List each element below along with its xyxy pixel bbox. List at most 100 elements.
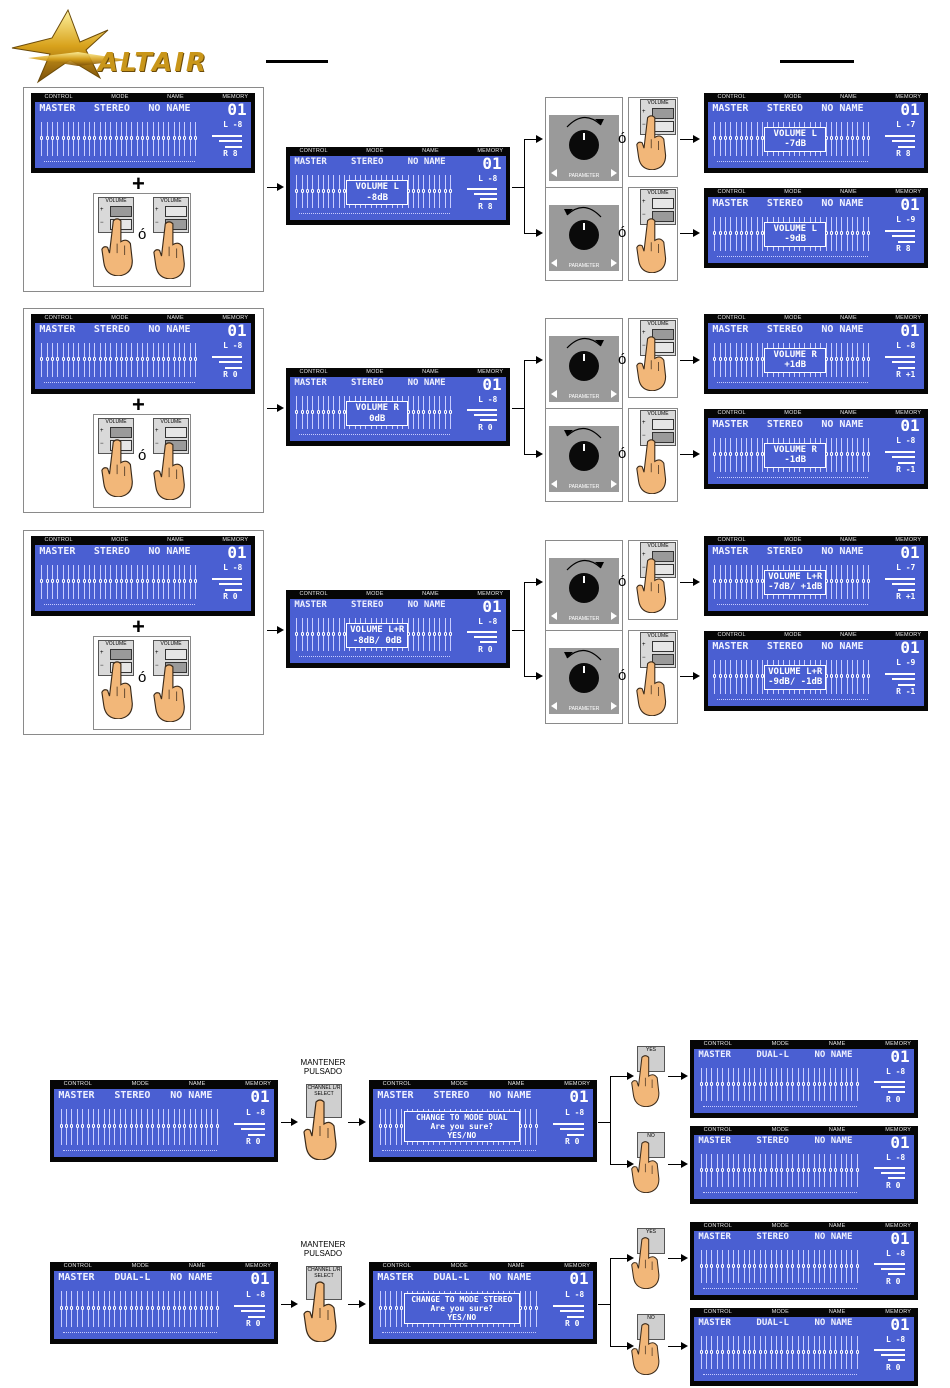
volume-up-key[interactable] [164, 426, 188, 438]
volume-up-key[interactable] [109, 426, 133, 438]
volume-up-key[interactable] [164, 648, 188, 660]
eq-slider-knob [861, 136, 865, 141]
volume-up-key[interactable] [651, 550, 675, 562]
eq-slider-knob [780, 1168, 784, 1173]
eq-slider-knob [300, 189, 304, 194]
parameter-knob-icon[interactable] [549, 544, 619, 624]
eq-slider-knob [394, 1124, 398, 1129]
volume-key-block[interactable]: VOLUME+− [153, 640, 189, 676]
volume-key-block[interactable]: VOLUME+− [640, 410, 676, 446]
eq-slider-knob [835, 579, 839, 584]
volume-up-key[interactable] [651, 418, 675, 430]
parameter-label: PARAMETER [568, 616, 600, 622]
frequency-scale [298, 656, 450, 662]
flow-arrowhead [693, 578, 700, 586]
flow-arrowhead [277, 183, 284, 191]
lcd-message-line: Are you sure? [430, 1121, 494, 1131]
eq-slider-knob [724, 231, 728, 236]
pressing-finger-icon [636, 218, 667, 273]
plus-sign: + [642, 109, 646, 115]
eq-slider-knob [119, 579, 123, 584]
volume-up-key[interactable] [651, 328, 675, 340]
level-bar [891, 140, 916, 143]
volume-key-label: VOLUME [160, 198, 182, 204]
eq-slider-knob [828, 1264, 832, 1269]
lcd-header-label: NAME [188, 1081, 206, 1087]
eq-slider-knob [135, 1306, 138, 1311]
eq-slider-knob [343, 632, 347, 637]
eq-slider-knob [840, 136, 844, 141]
lcd-mode-text: STEREO [93, 324, 130, 335]
volume-key-block[interactable]: VOLUME+− [640, 189, 676, 225]
eq-slider-knob [734, 674, 738, 679]
lcd-right-level: R 0 [885, 1094, 901, 1104]
lcd-header-label: CONTROL [44, 315, 73, 321]
parameter-knob-icon[interactable] [549, 101, 619, 181]
lcd-header-label: MEMORY [222, 315, 249, 321]
volume-down-key[interactable] [651, 431, 675, 443]
volume-up-key[interactable] [109, 648, 133, 660]
lcd-right-level: R 8 [896, 244, 911, 254]
eq-slider-knob [734, 357, 738, 362]
eq-slider-knob [77, 579, 81, 584]
level-bar [467, 188, 498, 190]
lcd-control-text: MASTER [39, 324, 76, 335]
eq-slider-knob [855, 1082, 859, 1087]
lcd-header-label: NAME [840, 537, 857, 543]
eq-slider-knob [70, 1124, 74, 1129]
eq-slider-knob [156, 136, 160, 141]
minus-sign: − [100, 663, 104, 670]
parameter-knob-icon[interactable] [549, 191, 619, 271]
eq-slider-knob [818, 1168, 822, 1173]
flow-arrowhead [277, 404, 284, 412]
eq-slider-knob [188, 136, 192, 141]
volume-up-key[interactable] [651, 107, 675, 119]
flow-arrow-line [267, 630, 278, 631]
eq-slider-knob [135, 579, 139, 584]
eq-slider-knob [748, 1082, 752, 1087]
volume-up-key[interactable] [651, 640, 675, 652]
lcd-header-label: NAME [840, 94, 857, 100]
volume-key-block[interactable]: VOLUME+− [640, 542, 676, 578]
eq-slider-knob [866, 674, 870, 679]
volume-up-key[interactable] [164, 205, 188, 217]
eq-slider-knob [167, 136, 171, 141]
volume-key-block[interactable]: VOLUME+− [640, 632, 676, 668]
parameter-knob-icon[interactable] [549, 412, 619, 492]
eq-slider-knob [710, 1350, 714, 1355]
lcd-name-text: NO NAME [821, 198, 864, 209]
eq-slider-knob [98, 579, 102, 584]
volume-down-key[interactable] [651, 210, 675, 222]
eq-slider-knob [98, 357, 102, 362]
lcd-message-line: +1dB [784, 360, 807, 371]
flow-arrowhead [681, 1072, 688, 1080]
flow-arrowhead [693, 450, 700, 458]
volume-up-key[interactable] [651, 197, 675, 209]
parameter-label: PARAMETER [568, 484, 600, 490]
eq-slider-knob [66, 357, 70, 362]
eq-slider-knob [321, 632, 325, 637]
lcd-left-level: L -8 [885, 1334, 906, 1344]
parameter-knob-icon[interactable] [549, 322, 619, 402]
parameter-knob-icon[interactable] [549, 634, 619, 714]
pressing-finger-icon [636, 558, 667, 613]
volume-down-key[interactable] [651, 653, 675, 665]
eq-slider-knob [411, 189, 415, 194]
heading-rule-right [780, 60, 854, 63]
eq-slider-knob [151, 136, 155, 141]
flow-arrow-line [610, 1346, 628, 1347]
volume-key-block[interactable]: VOLUME+− [640, 99, 676, 135]
volume-up-key[interactable] [109, 205, 133, 217]
eq-slider-knob [758, 1350, 762, 1355]
lcd-mode-text: DUAL-L [756, 1318, 789, 1328]
eq-slider-knob [739, 231, 743, 236]
